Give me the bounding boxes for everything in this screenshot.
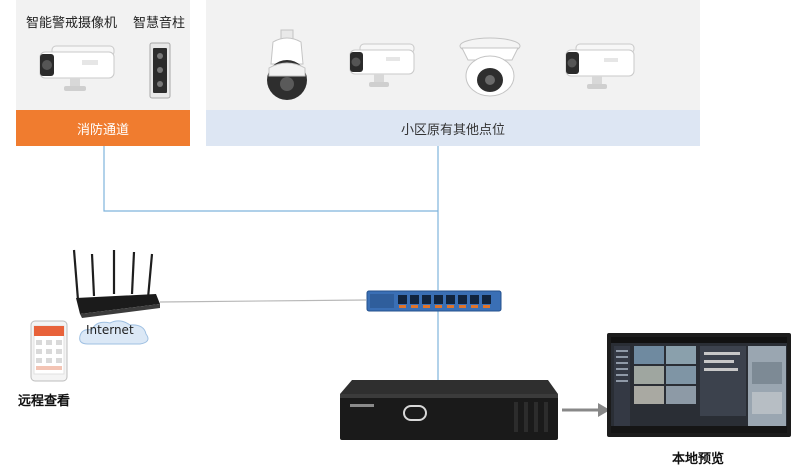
smart-alert-camera-label: 智能警戒摄像机 [26,16,118,31]
network-switch-icon [366,290,502,312]
internet-cloud-icon [79,320,149,345]
turret-camera-icon [459,37,521,97]
bullet-camera-icon [39,45,115,91]
speaker-column-icon [149,42,171,99]
ptz-camera-icon [267,29,307,100]
smart-speaker-label: 智慧音柱 [133,16,186,31]
bullet-camera-icon [349,43,415,87]
router-icon [72,249,160,318]
local-preview-label: 本地预览 [672,452,725,467]
bullet-camera-icon [565,43,635,89]
internet-label: Internet [86,323,134,337]
monitor-icon [607,333,791,437]
nvr-recorder-icon [340,380,558,440]
remote-view-label: 远程查看 [18,394,71,409]
existing-points-bar: 小区原有其他点位 [206,110,700,146]
fire-lane-bar: 消防通道 [16,110,190,146]
smartphone-icon [30,320,68,382]
